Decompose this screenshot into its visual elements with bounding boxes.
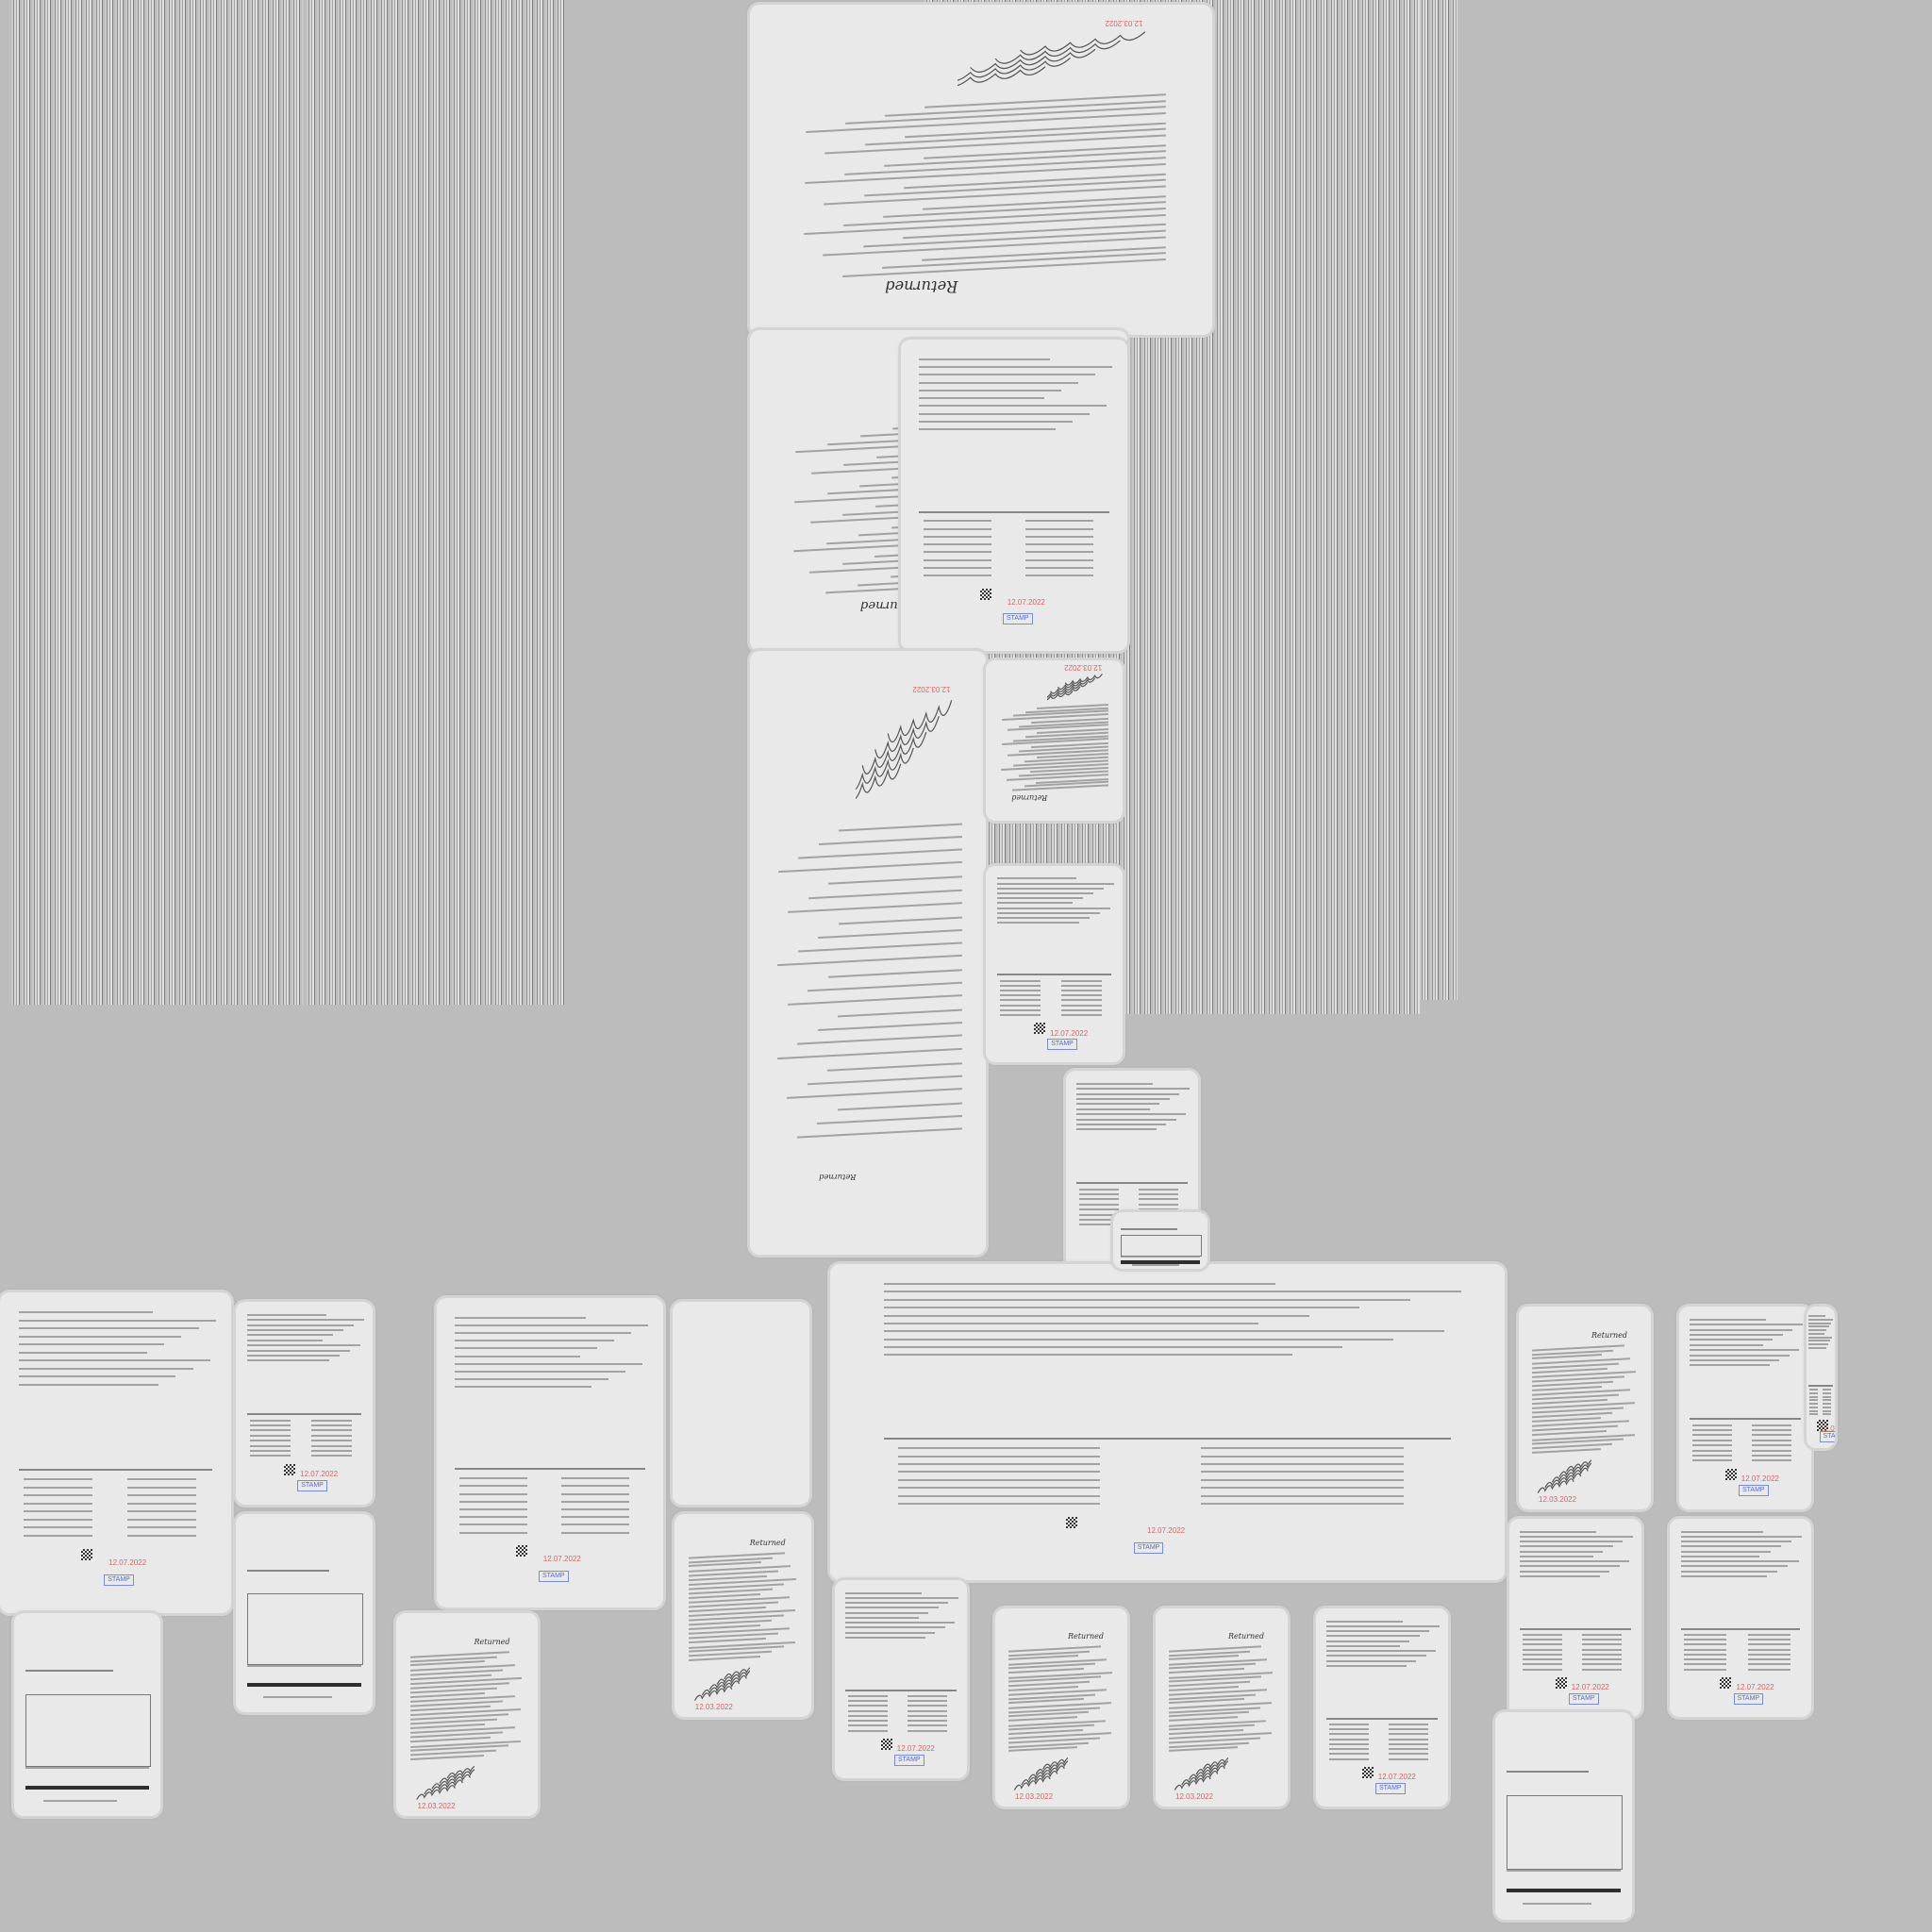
red-stamp: 12.07.2022	[300, 1470, 339, 1479]
document-sheet: Returned 12.03.2022	[1519, 1307, 1651, 1509]
document-sheet: STAMP 12.07.2022	[901, 340, 1127, 651]
red-stamp: 12.07.2022	[542, 1555, 581, 1564]
handwriting-scribble	[1537, 1458, 1591, 1493]
handwritten-heading: Returned	[1228, 1632, 1264, 1641]
handwriting-scribble	[1047, 673, 1104, 703]
document-sheet	[14, 1613, 160, 1816]
document-sheet	[1495, 1712, 1632, 1920]
document-sheet: Returned 12.03.2022	[750, 5, 1212, 335]
texture-streak	[11, 0, 304, 1005]
red-stamp: 12.07.2022	[1377, 1773, 1416, 1782]
document-sheet: STAMP 12.07.2022	[437, 1298, 663, 1607]
document-sheet: Returned 12.03.2022	[396, 1613, 538, 1816]
red-stamp: 12.07.2022	[1571, 1683, 1609, 1692]
handwriting-scribble	[416, 1765, 475, 1800]
red-stamp: 12.07.2022	[896, 1744, 935, 1754]
handwritten-heading: Returned	[474, 1637, 510, 1646]
document-sheet: STAMP 12.07.2022	[830, 1264, 1505, 1580]
document-sheet	[1113, 1212, 1208, 1269]
blue-stamp: STAMP	[894, 1754, 924, 1766]
blue-stamp: STAMP	[1739, 1485, 1769, 1497]
document-sheet	[673, 1302, 809, 1505]
document-sheet: STAMP 12.07.2022	[0, 1292, 231, 1613]
handwriting-scribble	[693, 1666, 750, 1701]
date-stamp: 12.03.2022	[1015, 1792, 1054, 1802]
document-sheet	[236, 1514, 373, 1712]
blue-stamp: STAMP	[539, 1570, 569, 1582]
handwriting-scribble	[1174, 1757, 1228, 1791]
handwritten-heading: Returned	[1591, 1330, 1627, 1340]
handwritten-heading: Returned	[749, 1538, 786, 1547]
red-stamp: 12.07.2022	[1820, 1424, 1835, 1433]
blue-stamp: STAMP	[1133, 1541, 1164, 1554]
blue-stamp: STAMP	[1047, 1039, 1077, 1051]
date-stamp: 12.03.2022	[694, 1702, 733, 1711]
blue-stamp: STAMP	[1003, 613, 1033, 625]
red-stamp: 12.07.2022	[1736, 1683, 1774, 1692]
handwritten-heading: Returned	[1011, 792, 1048, 802]
date-stamp: 12.03.2022	[912, 684, 951, 693]
handwriting-scribble	[1013, 1757, 1068, 1791]
date-stamp: 12.03.2022	[417, 1801, 456, 1810]
red-stamp: 12.07.2022	[1147, 1526, 1186, 1536]
document-sheet: Returned 12.03.2022	[675, 1514, 811, 1717]
handwritten-heading: Returned	[885, 277, 958, 295]
red-stamp: 12.07.2022	[108, 1558, 147, 1568]
red-stamp: 12.07.2022	[1050, 1028, 1089, 1038]
red-stamp: 12.07.2022	[1740, 1474, 1779, 1484]
blue-stamp: STAMP	[1733, 1692, 1764, 1705]
date-stamp: 12.03.2022	[1539, 1494, 1577, 1504]
document-sheet: Returned 12.03.2022	[986, 660, 1123, 821]
red-stamp: 12.07.2022	[1007, 597, 1045, 607]
handwritten-heading: Returned	[818, 1173, 857, 1183]
handwriting-scribble	[856, 700, 953, 807]
document-sheet: Returned 12.03.2022	[750, 651, 986, 1255]
date-stamp: 12.03.2022	[1105, 19, 1143, 28]
handwritten-heading: Returned	[1068, 1632, 1104, 1641]
handwriting-scribble	[958, 31, 1146, 91]
blue-stamp: STAMP	[1569, 1692, 1599, 1705]
blue-stamp: STAMP	[1819, 1431, 1835, 1442]
blue-stamp: STAMP	[297, 1480, 327, 1492]
texture-streak	[1420, 0, 1457, 1000]
date-stamp: 12.03.2022	[1175, 1792, 1214, 1802]
texture-streak	[307, 0, 566, 1005]
blue-stamp: STAMP	[1375, 1782, 1406, 1794]
blue-stamp: STAMP	[104, 1574, 134, 1587]
document-sheet: Returned 12.03.2022	[995, 1608, 1127, 1807]
document-sheet: Returned 12.03.2022	[1156, 1608, 1288, 1807]
date-stamp: 12.03.2022	[1064, 662, 1103, 672]
